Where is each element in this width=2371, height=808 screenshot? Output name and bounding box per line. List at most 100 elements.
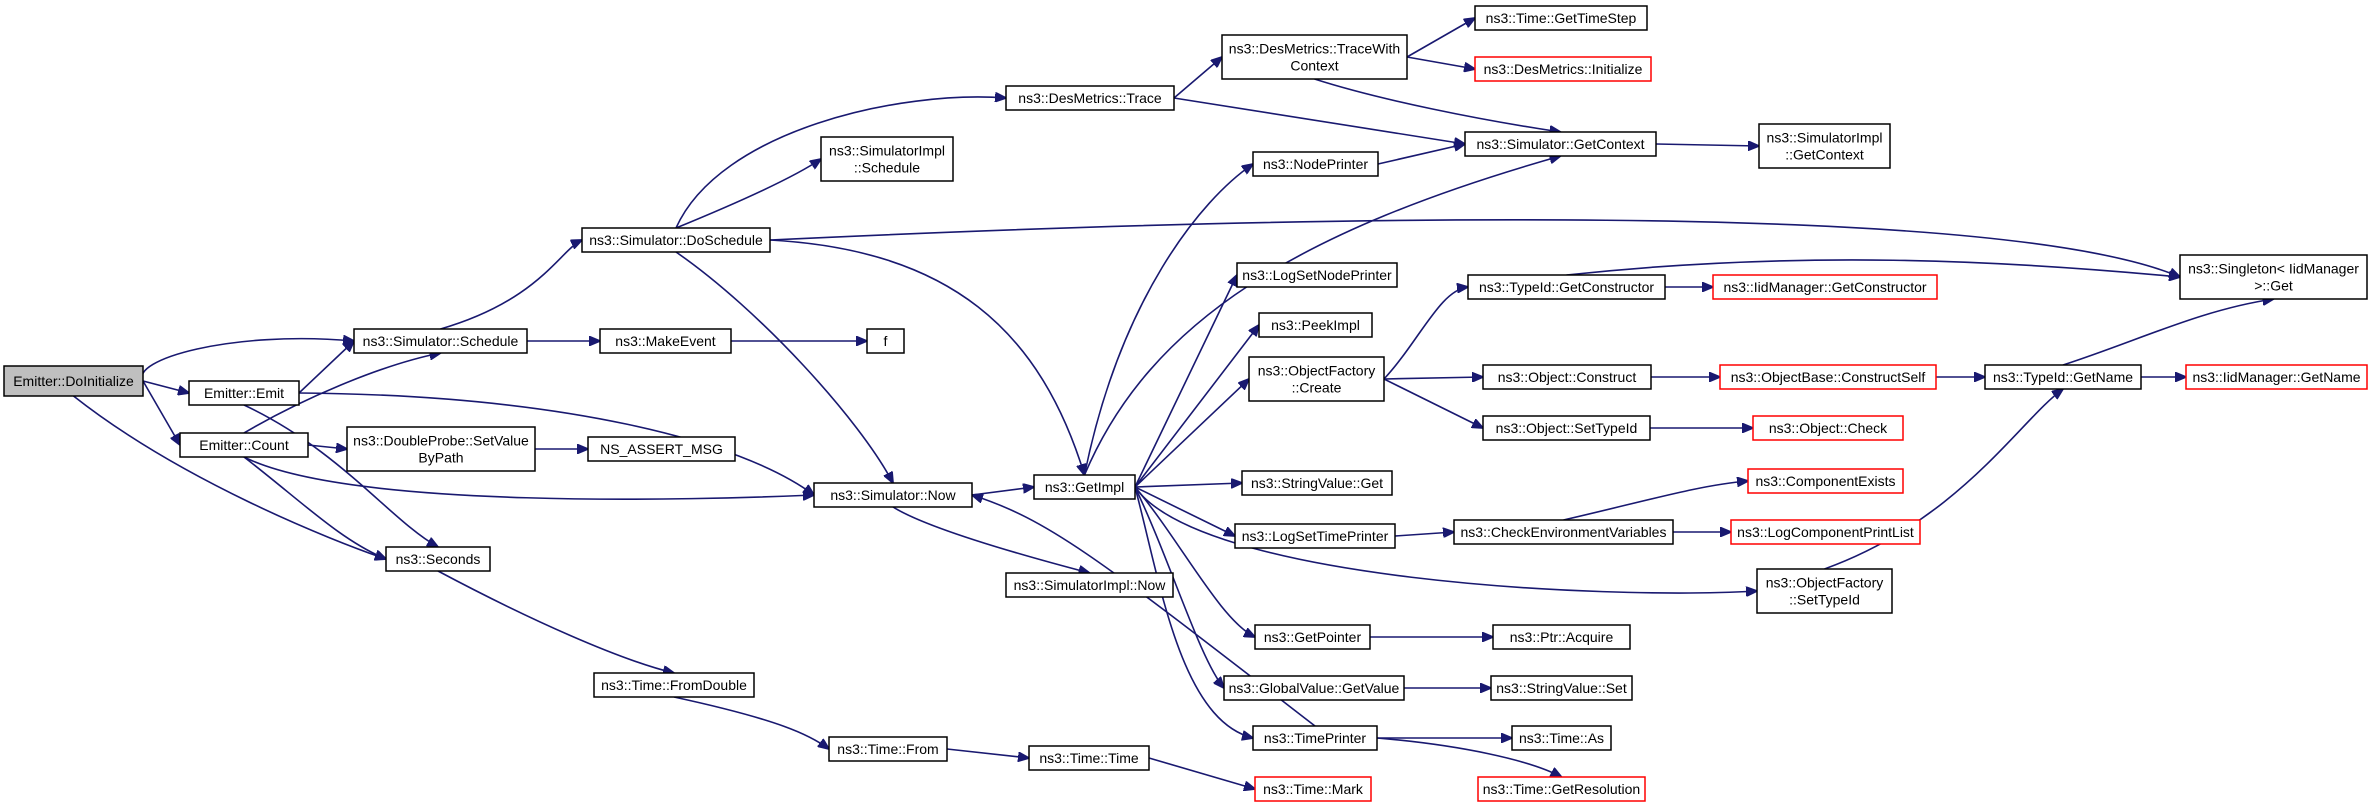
node-simnow[interactable]: ns3::Simulator::Now: [813, 482, 973, 508]
node-box[interactable]: [599, 328, 732, 354]
node-box[interactable]: [1254, 624, 1371, 650]
node-getimpl[interactable]: ns3::GetImpl: [1033, 474, 1136, 500]
node-box[interactable]: [1474, 56, 1652, 82]
node-doschedule[interactable]: ns3::Simulator::DoSchedule: [581, 227, 771, 253]
node-box[interactable]: [1252, 725, 1378, 751]
node-nodeprinter[interactable]: ns3::NodePrinter: [1252, 151, 1379, 177]
node-getpointer[interactable]: ns3::GetPointer: [1254, 624, 1371, 650]
node-box[interactable]: [1005, 85, 1175, 111]
node-checkenv[interactable]: ns3::CheckEnvironmentVariables: [1453, 519, 1674, 545]
node-box[interactable]: [1730, 519, 1921, 545]
node-objsettype[interactable]: ns3::Object::SetTypeId: [1482, 415, 1651, 441]
node-box[interactable]: [1223, 675, 1405, 701]
node-box[interactable]: [1221, 34, 1408, 80]
node-getres[interactable]: ns3::Time::GetResolution: [1477, 776, 1646, 802]
node-box[interactable]: [2179, 254, 2368, 300]
node-box[interactable]: [1511, 725, 1612, 751]
node-box[interactable]: [2185, 364, 2368, 390]
node-stringget[interactable]: ns3::StringValue::Get: [1241, 470, 1393, 496]
node-box[interactable]: [1033, 474, 1136, 500]
node-timeprinter[interactable]: ns3::TimePrinter: [1252, 725, 1378, 751]
node-box[interactable]: [1474, 5, 1648, 31]
node-box[interactable]: [188, 380, 300, 406]
node-box[interactable]: [1482, 415, 1651, 441]
node-box[interactable]: [1756, 568, 1893, 614]
node-box[interactable]: [1028, 745, 1150, 771]
node-seconds[interactable]: ns3::Seconds: [385, 546, 491, 572]
node-singleton[interactable]: ns3::Singleton< IidManager >::Get: [2179, 254, 2368, 300]
node-box[interactable]: [866, 328, 905, 354]
node-box[interactable]: [385, 546, 491, 572]
node-logcomplist[interactable]: ns3::LogComponentPrintList: [1730, 519, 1921, 545]
node-timeas[interactable]: ns3::Time::As: [1511, 725, 1612, 751]
node-logsetnode[interactable]: ns3::LogSetNodePrinter: [1236, 262, 1398, 288]
node-box[interactable]: [1719, 364, 1937, 390]
node-box[interactable]: [1464, 131, 1657, 157]
node-timefrom[interactable]: ns3::Time::From: [828, 736, 948, 762]
node-box[interactable]: [1482, 364, 1652, 390]
node-makeevent[interactable]: ns3::MakeEvent: [599, 328, 732, 354]
node-destrace[interactable]: ns3::DesMetrics::Trace: [1005, 85, 1175, 111]
node-box[interactable]: [1752, 415, 1904, 441]
node-schedule[interactable]: ns3::Simulator::Schedule: [353, 328, 528, 354]
node-box[interactable]: [813, 482, 973, 508]
node-gettimestep[interactable]: ns3::Time::GetTimeStep: [1474, 5, 1648, 31]
node-box[interactable]: [828, 736, 948, 762]
node-desinit[interactable]: ns3::DesMetrics::Initialize: [1474, 56, 1652, 82]
node-doinit[interactable]: Emitter::DoInitialize: [3, 365, 144, 397]
node-box[interactable]: [1984, 364, 2142, 390]
node-box[interactable]: [1490, 675, 1633, 701]
node-emit[interactable]: Emitter::Emit: [188, 380, 300, 406]
node-iidgetctor[interactable]: ns3::IidManager::GetConstructor: [1712, 274, 1938, 300]
node-objcheck[interactable]: ns3::Object::Check: [1752, 415, 1904, 441]
node-peekimpl[interactable]: ns3::PeekImpl: [1258, 312, 1373, 338]
node-box[interactable]: [1477, 776, 1646, 802]
node-box[interactable]: [1234, 523, 1396, 549]
node-box[interactable]: [346, 426, 536, 472]
node-box[interactable]: [1747, 468, 1904, 494]
node-box[interactable]: [1758, 123, 1891, 169]
node-box[interactable]: [1241, 470, 1393, 496]
node-fromdouble[interactable]: ns3::Time::FromDouble: [593, 672, 755, 698]
node-compexists[interactable]: ns3::ComponentExists: [1747, 468, 1904, 494]
node-simgetctx[interactable]: ns3::Simulator::GetContext: [1464, 131, 1657, 157]
node-stringset[interactable]: ns3::StringValue::Set: [1490, 675, 1633, 701]
node-timetime[interactable]: ns3::Time::Time: [1028, 745, 1150, 771]
node-f[interactable]: f: [866, 328, 905, 354]
node-objconstruct[interactable]: ns3::Object::Construct: [1482, 364, 1652, 390]
node-objbasector[interactable]: ns3::ObjectBase::ConstructSelf: [1719, 364, 1937, 390]
node-typegetctor[interactable]: ns3::TypeId::GetConstructor: [1467, 274, 1666, 300]
node-ofcreate[interactable]: ns3::ObjectFactory::Create: [1248, 356, 1385, 402]
node-box[interactable]: [587, 436, 736, 462]
node-box[interactable]: [1252, 151, 1379, 177]
node-nsassert[interactable]: NS_ASSERT_MSG: [587, 436, 736, 462]
node-box[interactable]: [353, 328, 528, 354]
node-box[interactable]: [1005, 572, 1174, 598]
node-simimplsched[interactable]: ns3::SimulatorImpl::Schedule: [820, 136, 954, 182]
node-box[interactable]: [179, 432, 309, 458]
node-simimplnow[interactable]: ns3::SimulatorImpl::Now: [1005, 572, 1174, 598]
node-box[interactable]: [1712, 274, 1938, 300]
node-simimplgetctx[interactable]: ns3::SimulatorImpl::GetContext: [1758, 123, 1891, 169]
node-iidgetname[interactable]: ns3::IidManager::GetName: [2185, 364, 2368, 390]
node-gvgetvalue[interactable]: ns3::GlobalValue::GetValue: [1223, 675, 1405, 701]
node-box[interactable]: [820, 136, 954, 182]
node-box[interactable]: [1492, 624, 1631, 650]
node-box[interactable]: [1258, 312, 1373, 338]
node-typegetname[interactable]: ns3::TypeId::GetName: [1984, 364, 2142, 390]
node-box[interactable]: [1254, 776, 1372, 802]
node-box[interactable]: [3, 365, 144, 397]
node-timemark[interactable]: ns3::Time::Mark: [1254, 776, 1372, 802]
node-count[interactable]: Emitter::Count: [179, 432, 309, 458]
node-box[interactable]: [581, 227, 771, 253]
node-ptracquire[interactable]: ns3::Ptr::Acquire: [1492, 624, 1631, 650]
node-box[interactable]: [593, 672, 755, 698]
node-logsettime[interactable]: ns3::LogSetTimePrinter: [1234, 523, 1396, 549]
node-box[interactable]: [1236, 262, 1398, 288]
node-box[interactable]: [1467, 274, 1666, 300]
node-box[interactable]: [1453, 519, 1674, 545]
node-ofsettype[interactable]: ns3::ObjectFactory::SetTypeId: [1756, 568, 1893, 614]
node-box[interactable]: [1248, 356, 1385, 402]
